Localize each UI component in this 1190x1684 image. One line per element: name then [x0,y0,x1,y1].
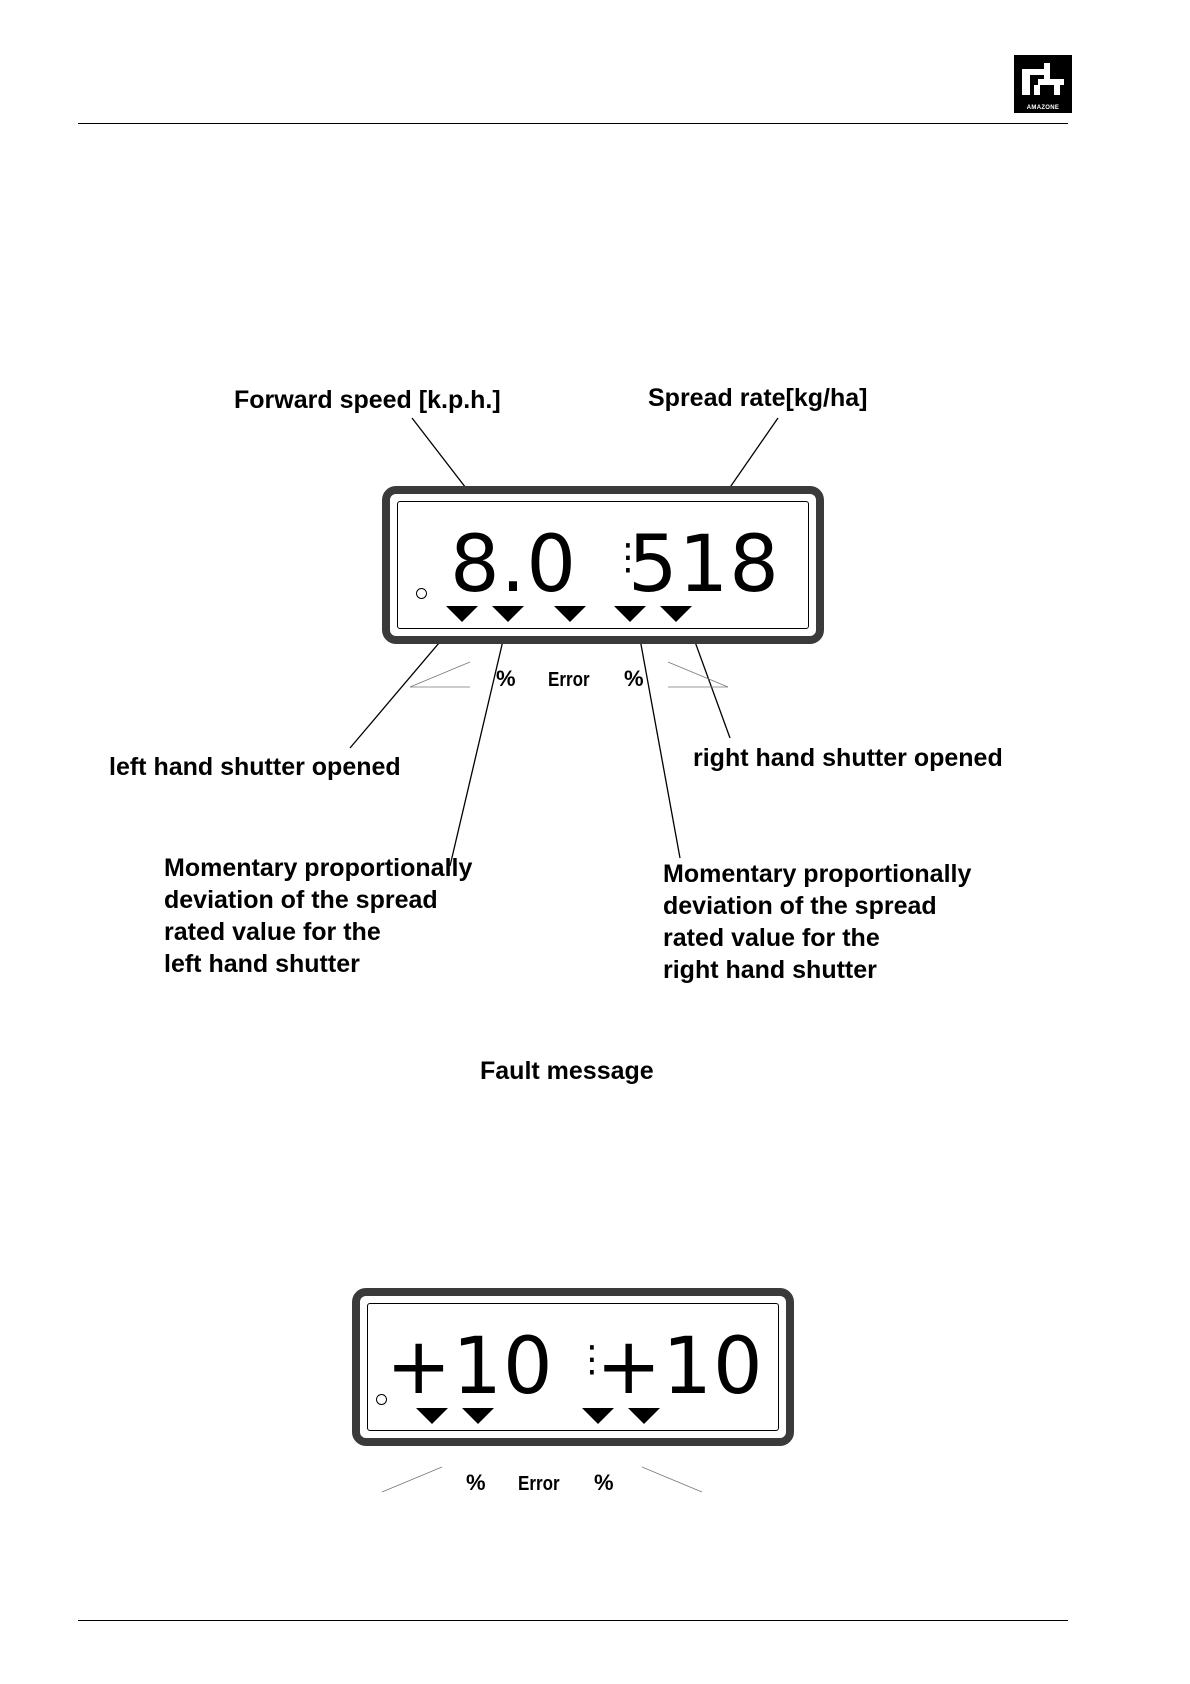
marker-right-shutter [628,1408,660,1424]
marker-error [554,606,586,622]
speed-value: 8.0 [450,520,578,610]
error-label: Error [548,669,590,691]
right-deviation-line: right hand shutter [663,956,877,984]
display-separator: ⋮ [610,537,646,578]
display-separator: ⋮ [574,1339,610,1380]
label-left-shutter-opened: left hand shutter opened [109,753,401,781]
pct-left-label: % [496,666,516,691]
tractor-icon [1022,63,1064,95]
right-deviation-line: deviation of the spread [663,892,937,920]
logo-text: AMAZONE [1026,105,1060,111]
marker-left-deviation [462,1408,494,1424]
marker-left-deviation [492,606,524,622]
fault-left-value: +10 [386,1322,554,1412]
left-deviation-line: rated value for the [164,918,381,946]
left-deviation-line: deviation of the spread [164,886,438,914]
marker-left-shutter [446,606,478,622]
right-deviation-line: Momentary proportionally [663,860,972,888]
spread-rate-value: 518 [628,520,780,610]
label-spread-rate: Spread rate[kg/ha] [648,384,868,412]
indicator-dot [416,588,427,599]
leader-right-deviation [637,627,681,859]
marker-right-deviation [614,606,646,622]
leader-left-shutter [349,629,451,749]
fault-right-value: +10 [596,1322,764,1412]
pct-right-label: % [624,666,644,691]
header-rule [78,123,1068,124]
marker-right-shutter [660,606,692,622]
pct-right-label: % [594,1470,614,1495]
left-deviation-line: Momentary proportionally [164,854,473,882]
marker-left-shutter [416,1408,448,1424]
marker-right-deviation [582,1408,614,1424]
left-deviation-line: left hand shutter [164,950,360,978]
leader-left-deviation [449,631,506,867]
pct-left-label: % [466,1470,486,1495]
error-label: Error [518,1473,560,1495]
label-right-shutter-opened: right hand shutter opened [693,744,1003,772]
label-forward-speed: Forward speed [k.p.h.] [234,386,501,414]
fault-message-title: Fault message [480,1057,654,1085]
footer-rule [78,1620,1068,1621]
leader-right-shutter [689,627,731,739]
lcd-display-main: 8.0 ⋮ 518 [382,486,824,644]
right-deviation-line: rated value for the [663,924,880,952]
amazone-logo: AMAZONE [1014,55,1072,113]
label-left-deviation: Momentary proportionally deviation of th… [164,852,472,980]
lcd-display-fault: +10 ⋮ +10 [352,1288,794,1446]
indicator-dot [376,1394,387,1405]
label-right-deviation: Momentary proportionally deviation of th… [663,858,971,986]
